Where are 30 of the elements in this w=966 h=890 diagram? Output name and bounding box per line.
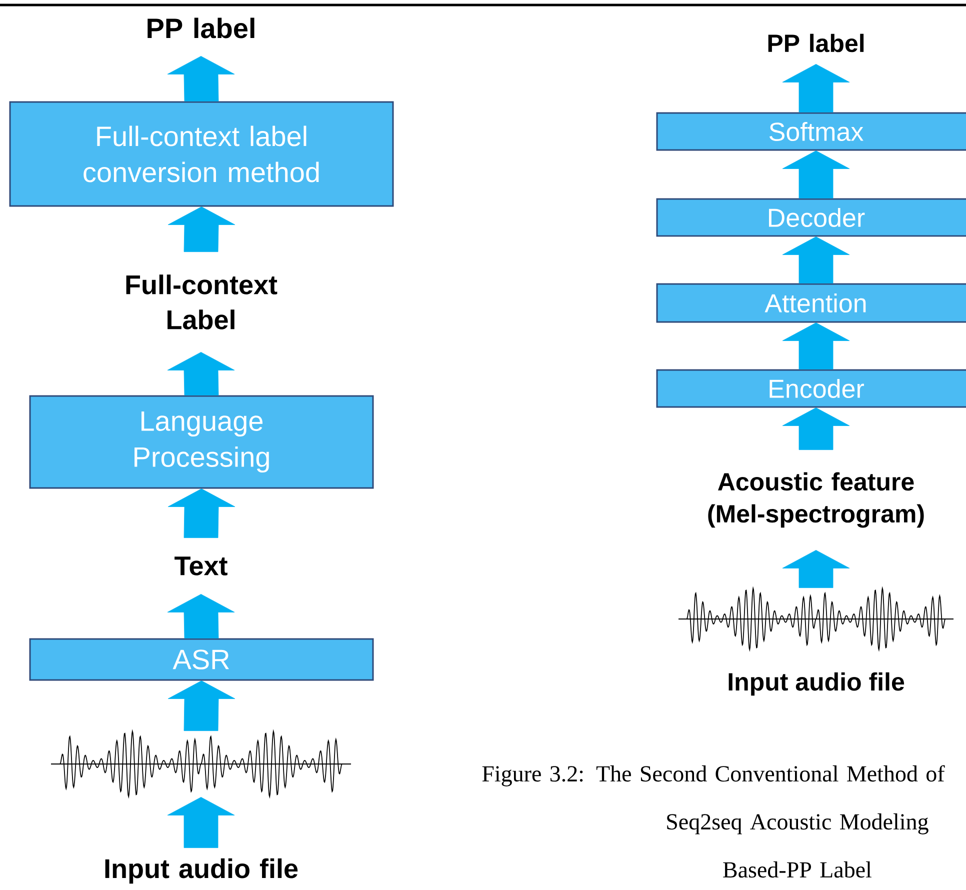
figure-caption: Figure 3.2: The Second Conventional Method of Seq2seq Acoustic Modeling Based-PP Label	[482, 765, 945, 878]
waveform-drawing	[50, 730, 352, 798]
block-arrow	[782, 236, 850, 284]
block-arrow	[782, 550, 850, 588]
block-arrow	[782, 64, 850, 112]
process-box: Language Processing	[29, 395, 374, 489]
block-arrow	[168, 680, 236, 731]
block-arrow	[167, 56, 235, 102]
process-box: Softmax	[656, 112, 966, 151]
waveform-drawing	[678, 588, 954, 650]
stage-label: PP label	[148, 18, 254, 38]
stage-label: Input audio file	[105, 858, 298, 884]
block-arrow	[782, 322, 850, 370]
process-box: Decoder	[656, 198, 966, 237]
block-arrow	[782, 150, 850, 198]
block-arrow	[167, 352, 235, 396]
stage-label: Acoustic feature (Mel-spectrogram)	[708, 472, 924, 528]
block-arrow	[782, 408, 850, 450]
process-box: Encoder	[656, 369, 966, 408]
input-label: Input audio file	[728, 672, 904, 696]
block-arrow	[167, 797, 235, 848]
block-arrow	[168, 206, 236, 252]
process-box: Attention	[656, 283, 966, 323]
stage-label: Full-context Label	[126, 274, 278, 330]
block-arrow	[168, 488, 236, 538]
stage-label: PP label	[768, 34, 864, 52]
process-box: Full-context label conversion method	[9, 101, 394, 207]
stage-label: Text	[174, 556, 228, 576]
block-arrow	[167, 594, 235, 638]
process-box: ASR	[29, 638, 374, 681]
